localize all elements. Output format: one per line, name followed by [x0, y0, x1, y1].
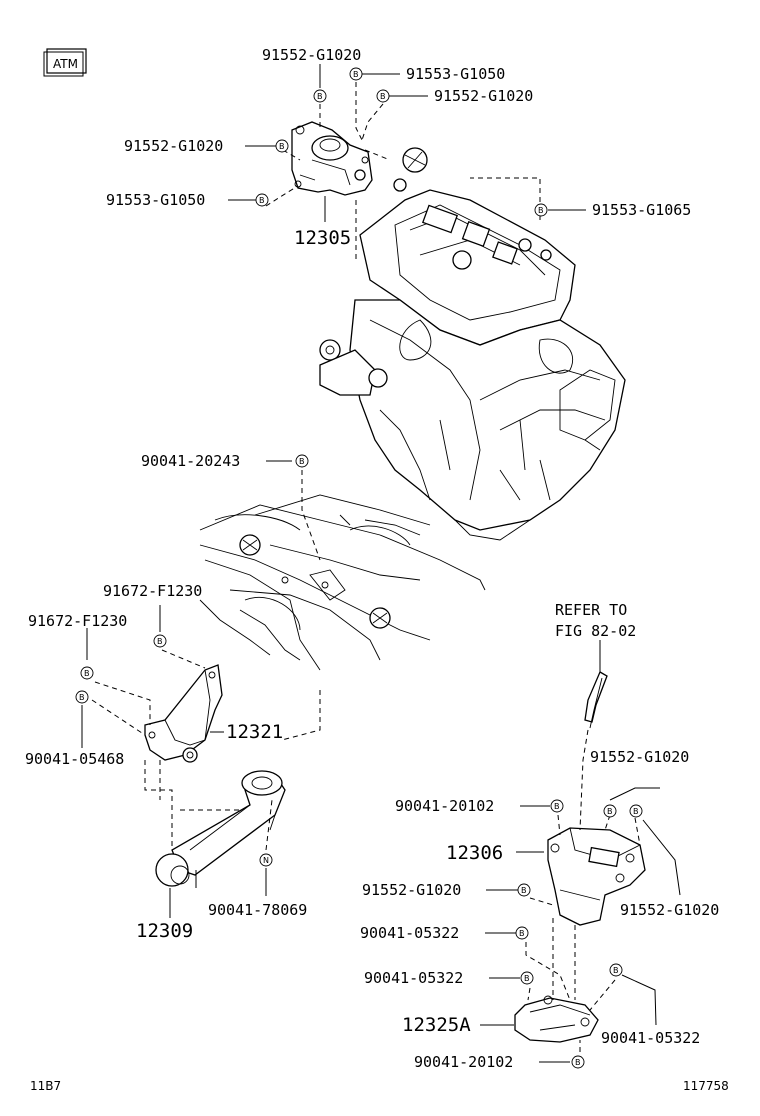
svg-text:B: B — [554, 802, 560, 811]
svg-text:B: B — [538, 206, 544, 215]
marker-b-2: B — [349, 67, 363, 81]
marker-b-8: B — [153, 634, 167, 648]
svg-text:B: B — [607, 807, 613, 816]
part-12325a: 12325A — [402, 1014, 471, 1036]
marker-b-16: B — [520, 971, 534, 985]
svg-text:B: B — [575, 1058, 581, 1067]
svg-text:B: B — [353, 70, 359, 79]
bracket-12321 — [144, 664, 223, 763]
label-91552-g1020-a: 91552-G1020 — [590, 748, 689, 766]
svg-text:B: B — [521, 886, 527, 895]
marker-n-1: N — [259, 853, 273, 867]
badge-text: ATM — [53, 57, 78, 71]
part-12309: 12309 — [136, 920, 193, 942]
part-12321: 12321 — [226, 721, 283, 743]
svg-text:B: B — [299, 457, 305, 466]
svg-text:B: B — [84, 669, 90, 678]
label-90041-78069: 90041-78069 — [208, 901, 307, 919]
label-90041-05322-b: 90041-05322 — [364, 969, 463, 987]
svg-text:B: B — [633, 807, 639, 816]
svg-text:B: B — [317, 92, 323, 101]
marker-b-4: B — [275, 139, 289, 153]
svg-text:B: B — [613, 966, 619, 975]
marker-b-11: B — [603, 804, 617, 818]
marker-b-14: B — [517, 883, 531, 897]
rod-12309 — [155, 770, 286, 887]
label-91672-f1230-lower: 91672-F1230 — [28, 612, 127, 630]
marker-b-12: B — [629, 804, 643, 818]
label-91552-g1020-c: 91552-G1020 — [620, 901, 719, 919]
label-91552-g1020-b: 91552-G1020 — [362, 881, 461, 899]
label-91553-g1050-left: 91553-G1050 — [106, 191, 205, 209]
label-90041-05468: 90041-05468 — [25, 750, 124, 768]
mount-12325a — [514, 995, 599, 1043]
floor-panel — [199, 494, 486, 671]
marker-b-13: B — [550, 799, 564, 813]
label-91553-g1065: 91553-G1065 — [592, 201, 691, 219]
label-90041-05322-a: 90041-05322 — [360, 924, 459, 942]
marker-b-9: B — [80, 666, 94, 680]
dipstick-guide — [584, 671, 608, 729]
marker-b-18: B — [571, 1055, 585, 1069]
engine-illustration — [319, 147, 626, 541]
svg-text:B: B — [279, 142, 285, 151]
part-12306: 12306 — [446, 842, 503, 864]
marker-b-5: B — [255, 193, 269, 207]
label-90041-20243: 90041-20243 — [141, 452, 240, 470]
svg-text:B: B — [79, 693, 85, 702]
svg-text:B: B — [524, 974, 530, 983]
label-91553-g1050-top: 91553-G1050 — [406, 65, 505, 83]
mount-12305 — [291, 121, 373, 196]
atm-badge: ATM — [43, 48, 87, 77]
label-91552-g1020-right: 91552-G1020 — [434, 87, 533, 105]
label-91552-g1020-top: 91552-G1020 — [262, 46, 361, 64]
svg-text:B: B — [259, 196, 265, 205]
label-90041-20102-upper: 90041-20102 — [395, 797, 494, 815]
marker-b-17: B — [609, 963, 623, 977]
refer-line-2: FIG 82-02 — [555, 622, 636, 640]
svg-text:N: N — [263, 856, 269, 865]
footer-right-code: 117758 — [683, 1079, 729, 1093]
svg-text:B: B — [157, 637, 163, 646]
part-12305: 12305 — [294, 227, 351, 249]
marker-b-15: B — [515, 926, 529, 940]
label-91672-f1230-upper: 91672-F1230 — [103, 582, 202, 600]
svg-text:B: B — [380, 92, 386, 101]
label-91552-g1020-left: 91552-G1020 — [124, 137, 223, 155]
marker-b-10: B — [75, 690, 89, 704]
svg-text:B: B — [519, 929, 525, 938]
marker-b-1: B — [313, 89, 327, 103]
footer-left-code: 11B7 — [30, 1079, 61, 1093]
label-90041-05322-c: 90041-05322 — [601, 1029, 700, 1047]
marker-b-6: B — [534, 203, 548, 217]
label-90041-20102-lower: 90041-20102 — [414, 1053, 513, 1071]
marker-b-7: B — [295, 454, 309, 468]
mount-12306 — [547, 827, 646, 926]
marker-b-3: B — [376, 89, 390, 103]
refer-line-1: REFER TO — [555, 601, 627, 619]
